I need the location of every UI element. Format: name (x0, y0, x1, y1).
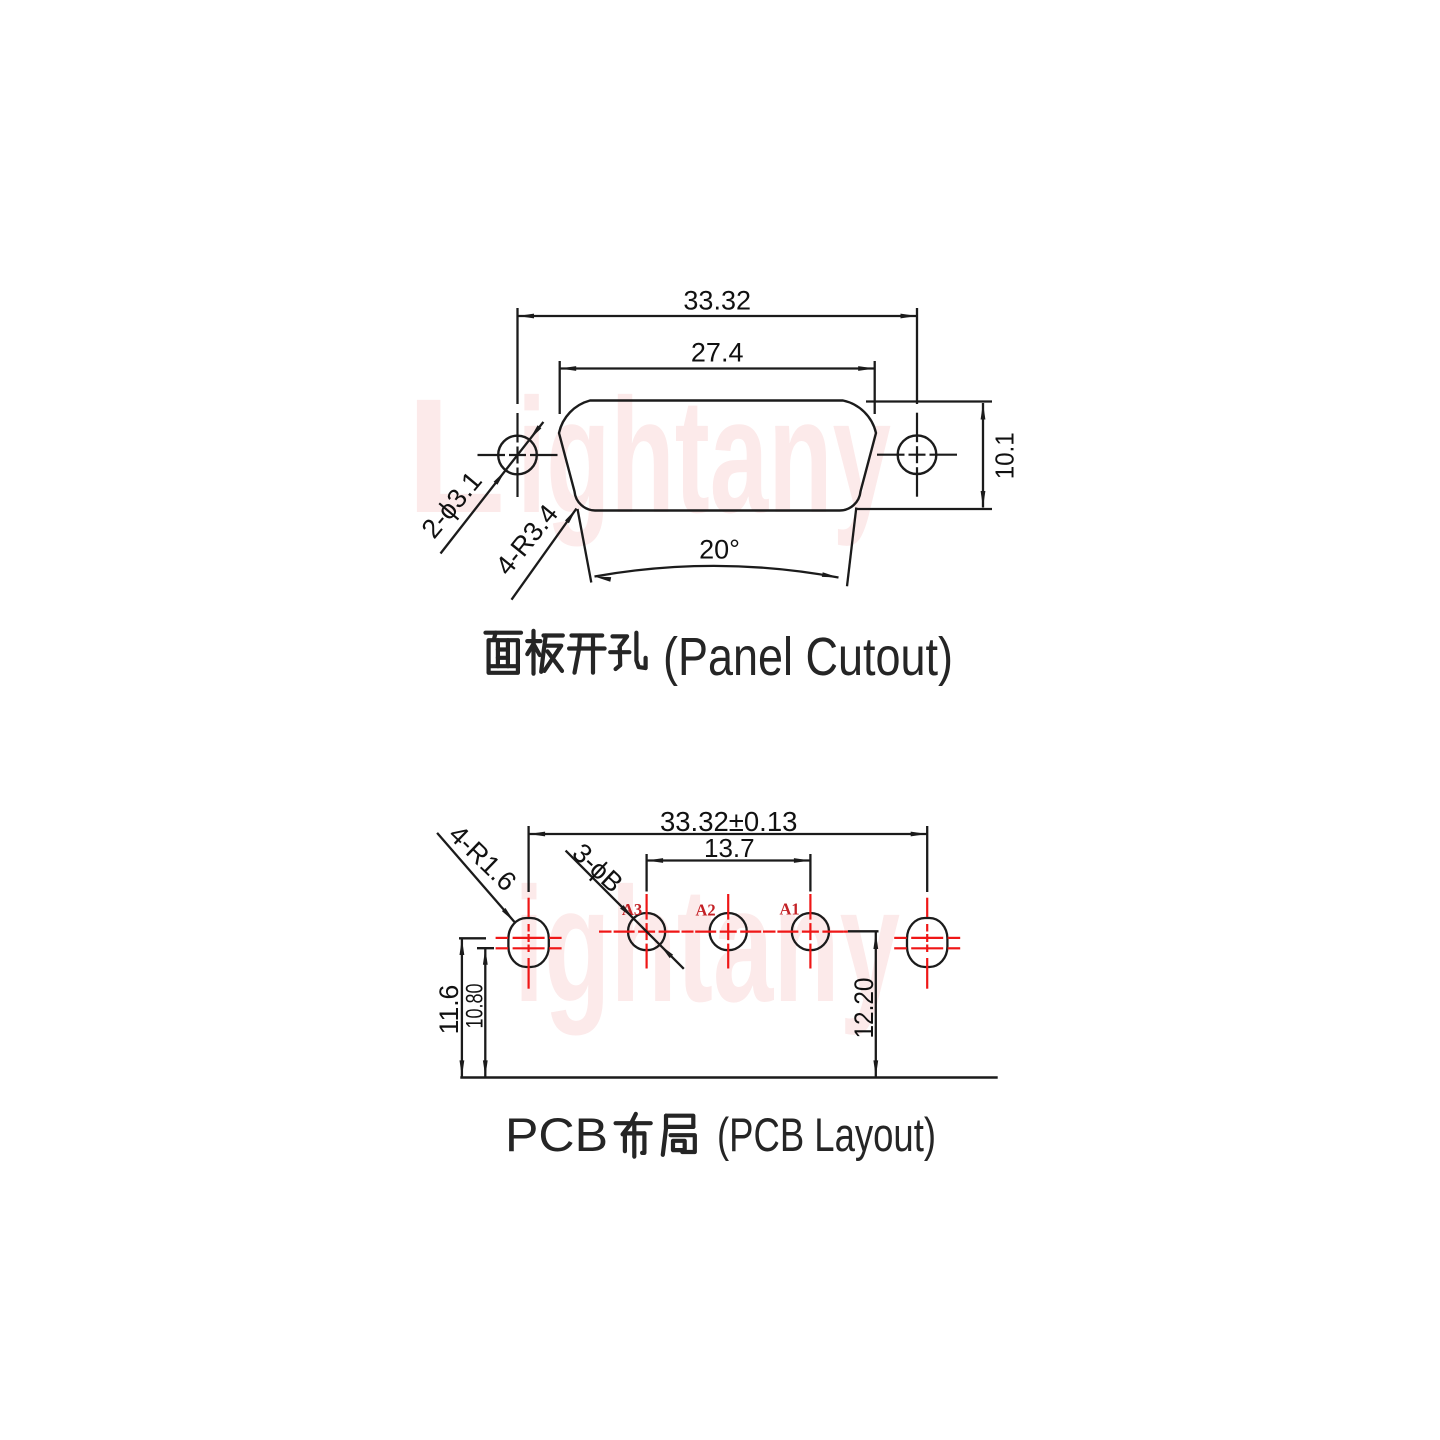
svg-text:33.32: 33.32 (683, 286, 751, 316)
svg-text:20°: 20° (699, 535, 740, 565)
svg-text:33.32±0.13: 33.32±0.13 (660, 806, 797, 837)
svg-text:ightany: ightany (514, 853, 900, 1036)
svg-text:A2: A2 (696, 901, 716, 920)
svg-text:PCB: PCB (505, 1108, 608, 1161)
svg-text:11.6: 11.6 (434, 985, 464, 1035)
svg-text:A1: A1 (780, 900, 800, 919)
svg-text:13.7: 13.7 (704, 833, 755, 863)
svg-text:(PCB Layout): (PCB Layout) (717, 1108, 936, 1161)
svg-text:A3: A3 (622, 900, 642, 919)
svg-text:10.80: 10.80 (462, 984, 489, 1029)
svg-text:ightany: ightany (517, 364, 891, 547)
svg-text:10.1: 10.1 (990, 432, 1020, 479)
svg-text:27.4: 27.4 (691, 338, 744, 368)
svg-text:12.20: 12.20 (849, 978, 879, 1039)
svg-text:(Panel Cutout): (Panel Cutout) (663, 627, 953, 687)
